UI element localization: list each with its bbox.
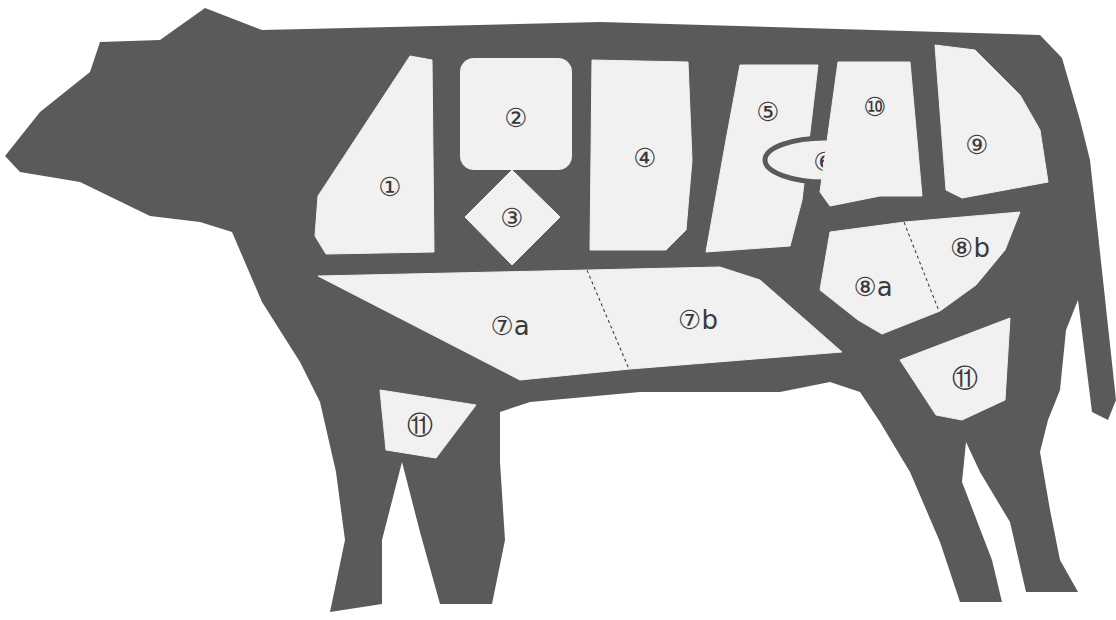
cut-number: ⑧b [950, 235, 990, 261]
region-shape [315, 56, 434, 254]
region-shape [900, 318, 1010, 420]
meat-cut-region: ④ [590, 60, 692, 250]
region-outline [315, 56, 434, 254]
cut-number: ⑪ [407, 412, 433, 438]
cut-number: ① [378, 174, 401, 200]
region-shape [590, 60, 692, 250]
region-outline [935, 45, 1048, 198]
cut-number: ④ [633, 145, 656, 171]
meat-cut-region: ③ [465, 170, 560, 265]
cut-number: ⑩ [863, 94, 886, 120]
meat-cut-region: ⑪ [380, 390, 476, 458]
region-shape [380, 390, 476, 458]
meat-cut-region: ⑧b [905, 212, 1020, 311]
region-shape [820, 62, 922, 206]
cut-number: ⑧a [853, 274, 892, 300]
region-shape [905, 212, 1020, 311]
meat-cut-region: ① [315, 56, 434, 254]
meat-cut-region: ⑦b [588, 267, 842, 369]
region-outline [820, 62, 922, 206]
cut-number: ② [504, 105, 527, 131]
region-shape [318, 270, 630, 380]
cut-number: ⑦b [678, 307, 718, 333]
cow-body [5, 8, 1116, 612]
meat-cut-region: ⑪ [900, 318, 1010, 420]
cut-number: ③ [500, 205, 523, 231]
region-shape [935, 45, 1048, 198]
meat-cut-region: ⑦a [318, 270, 630, 380]
cut-number: ⑨ [965, 132, 988, 158]
cut-number: ⑪ [952, 365, 978, 391]
region-shape [460, 58, 572, 170]
region-outline [905, 212, 1020, 311]
region-shape [588, 267, 842, 369]
meat-cut-region: ② [460, 58, 572, 170]
region-shape [465, 170, 560, 265]
meat-cut-region: ⑨ [935, 45, 1048, 198]
meat-cut-region: ⑩ [820, 62, 922, 206]
cut-number: ⑤ [756, 99, 779, 125]
cut-number: ⑦a [490, 313, 529, 339]
region-outline [318, 270, 630, 380]
